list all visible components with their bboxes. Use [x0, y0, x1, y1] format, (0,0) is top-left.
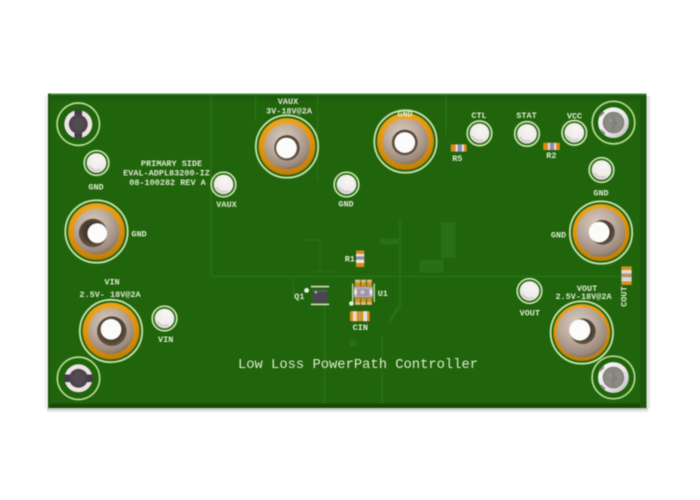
svg-text:08-100282 REV A: 08-100282 REV A — [129, 178, 206, 188]
svg-text:U1: U1 — [378, 289, 388, 299]
svg-text:GND: GND — [338, 200, 353, 210]
svg-text:VCC: VCC — [567, 112, 582, 122]
svg-text:GND: GND — [88, 183, 103, 193]
svg-text:GND: GND — [551, 230, 566, 240]
svg-text:Q1: Q1 — [294, 292, 304, 302]
svg-text:VIN: VIN — [104, 278, 119, 288]
svg-text:VOUT: VOUT — [577, 284, 597, 294]
svg-text:VAUX: VAUX — [216, 200, 237, 210]
svg-text:PRIMARY SIDE: PRIMARY SIDE — [141, 159, 202, 169]
svg-text:3V-18V@2A: 3V-18V@2A — [266, 107, 313, 117]
svg-text:Low Loss PowerPath Controller: Low Loss PowerPath Controller — [238, 357, 478, 373]
svg-text:R1: R1 — [345, 255, 355, 265]
svg-text:R2: R2 — [546, 151, 556, 161]
svg-text:GND: GND — [397, 110, 412, 120]
svg-text:CIN: CIN — [353, 323, 368, 333]
svg-text:GND: GND — [593, 189, 608, 199]
svg-text:COUT: COUT — [620, 286, 630, 306]
svg-text:R5: R5 — [452, 154, 462, 164]
svg-text:VIN: VIN — [158, 335, 173, 345]
svg-text:CTL: CTL — [471, 111, 486, 121]
svg-text:GND: GND — [131, 229, 146, 239]
svg-text:EVAL-ADPL83200-IZ: EVAL-ADPL83200-IZ — [123, 169, 210, 179]
svg-text:VOUT: VOUT — [520, 309, 540, 319]
svg-text:2.5V-18V@2A: 2.5V-18V@2A — [555, 292, 612, 302]
svg-text:VAUX: VAUX — [278, 97, 299, 107]
svg-text:STAT: STAT — [516, 111, 536, 121]
svg-text:2.5V- 18V@2A: 2.5V- 18V@2A — [79, 290, 141, 300]
